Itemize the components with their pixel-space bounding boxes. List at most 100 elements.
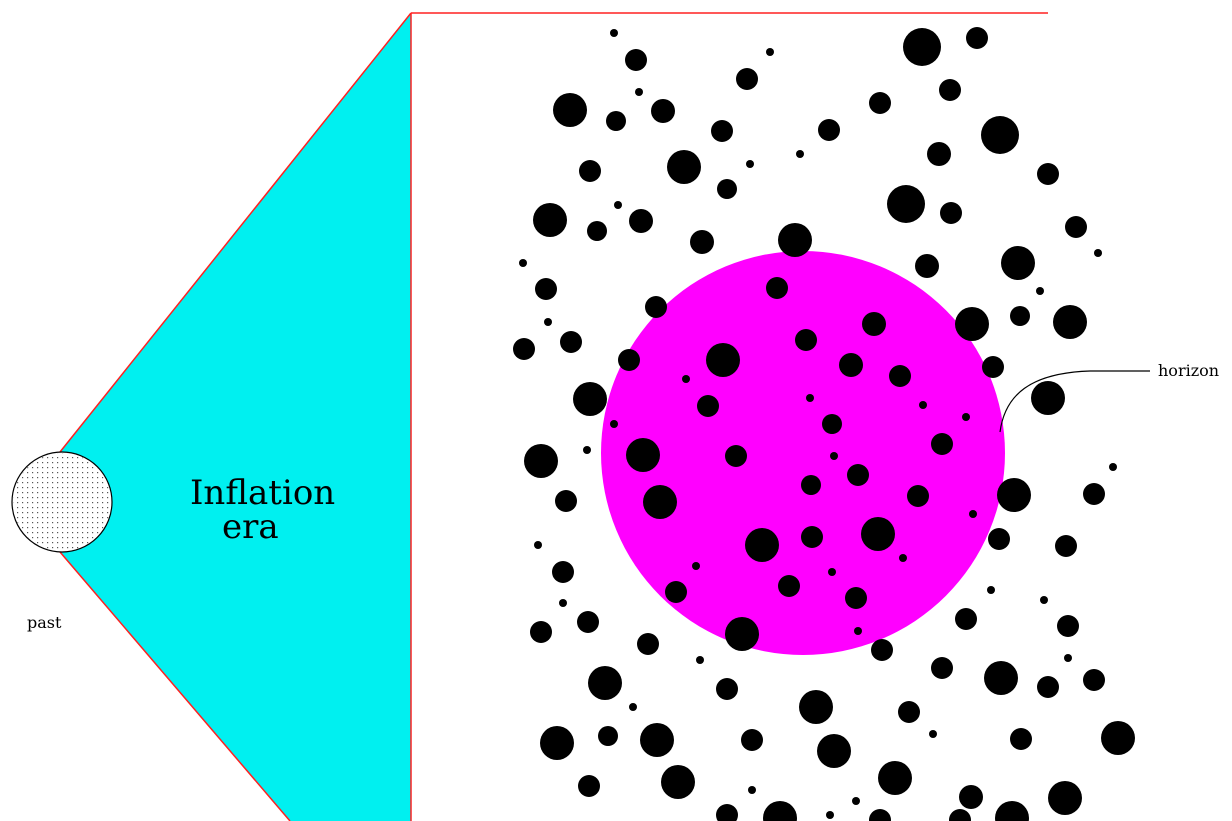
galaxy-dot [1010, 306, 1030, 326]
galaxy-dot [725, 445, 747, 467]
galaxy-dot [610, 420, 618, 428]
galaxy-dot [1040, 596, 1048, 604]
galaxy-dot [1001, 246, 1035, 280]
galaxy-dot [519, 259, 527, 267]
galaxy-dot [766, 277, 788, 299]
horizon-leader-line [1000, 371, 1150, 432]
galaxy-dot [861, 517, 895, 551]
galaxy-dot [513, 338, 535, 360]
galaxy-dot [645, 296, 667, 318]
galaxy-dot [839, 353, 863, 377]
galaxy-dot [606, 111, 626, 131]
galaxy-dot [1065, 216, 1087, 238]
galaxy-dot [907, 485, 929, 507]
galaxy-dot [959, 785, 983, 809]
galaxy-dot [818, 119, 840, 141]
past-circle-stipple [13, 453, 111, 551]
galaxy-dot [763, 801, 797, 821]
galaxy-dot [692, 562, 700, 570]
galaxy-dot [955, 608, 977, 630]
galaxy-dot [643, 485, 677, 519]
galaxy-dot [533, 203, 567, 237]
galaxy-dot [667, 150, 701, 184]
galaxy-dot [1083, 669, 1105, 691]
galaxy-dot [544, 318, 552, 326]
galaxy-dot [598, 726, 618, 746]
galaxy-dot [745, 528, 779, 562]
galaxy-dot [830, 452, 838, 460]
galaxy-dot [988, 528, 1010, 550]
galaxy-dot [962, 413, 970, 421]
galaxy-dot [640, 723, 674, 757]
galaxy-dot [889, 365, 911, 387]
galaxy-dot [898, 701, 920, 723]
galaxy-dot [524, 444, 558, 478]
galaxy-dot [903, 28, 941, 66]
galaxy-dot [746, 160, 754, 168]
galaxy-dot [1053, 305, 1087, 339]
galaxy-dot [955, 307, 989, 341]
galaxy-dot [852, 797, 860, 805]
inflation-label: Inflation [190, 476, 335, 510]
galaxy-dot [530, 621, 552, 643]
galaxy-dot [981, 116, 1019, 154]
galaxy-dot [555, 490, 577, 512]
galaxy-dot [817, 734, 851, 768]
galaxy-dot [716, 678, 738, 700]
galaxy-dot [1036, 287, 1044, 295]
galaxy-dot [1094, 249, 1102, 257]
galaxy-dot [878, 761, 912, 795]
galaxy-dot [697, 395, 719, 417]
galaxy-dot [939, 79, 961, 101]
galaxy-dot [862, 312, 886, 336]
galaxy-dot [696, 656, 704, 664]
galaxy-dot [1055, 535, 1077, 557]
galaxy-dot [887, 185, 925, 223]
galaxy-dot [717, 179, 737, 199]
galaxy-dot [553, 93, 587, 127]
galaxy-dot [927, 142, 951, 166]
inflation-cone [60, 13, 411, 821]
galaxy-dot [578, 775, 600, 797]
galaxy-dot [1031, 381, 1065, 415]
galaxy-dot [984, 661, 1018, 695]
galaxy-dot [573, 382, 607, 416]
galaxy-dot [806, 394, 814, 402]
galaxy-dot [1083, 483, 1105, 505]
past-label: past [27, 615, 61, 631]
galaxy-dot [534, 541, 542, 549]
galaxy-dot [614, 201, 622, 209]
galaxy-dot [766, 48, 774, 56]
galaxy-dot [969, 510, 977, 518]
galaxy-dot [706, 343, 740, 377]
galaxy-dot [661, 765, 695, 799]
galaxy-dot [828, 568, 836, 576]
galaxy-dot [822, 414, 842, 434]
galaxy-dot [535, 278, 557, 300]
galaxy-dot [799, 690, 833, 724]
galaxy-dot [588, 666, 622, 700]
galaxy-dot [1010, 728, 1032, 750]
galaxy-dot [871, 639, 893, 661]
galaxy-dot [748, 786, 756, 794]
galaxy-dot [931, 657, 953, 679]
galaxy-dot [1037, 676, 1059, 698]
galaxy-dot [711, 120, 733, 142]
galaxy-dot [1048, 781, 1082, 815]
galaxy-dot [778, 223, 812, 257]
era-label: era [222, 510, 279, 544]
horizon-label: horizon [1158, 363, 1219, 379]
galaxy-dot [665, 581, 687, 603]
galaxy-dot [826, 811, 834, 819]
galaxy-dot [997, 478, 1031, 512]
galaxy-dot [778, 575, 800, 597]
galaxy-dot [915, 254, 939, 278]
galaxy-dot [1109, 463, 1117, 471]
galaxy-dot [637, 633, 659, 655]
galaxy-dot [1037, 163, 1059, 185]
galaxy-dot [579, 160, 601, 182]
galaxy-dot [966, 27, 988, 49]
galaxy-dot [1064, 654, 1072, 662]
